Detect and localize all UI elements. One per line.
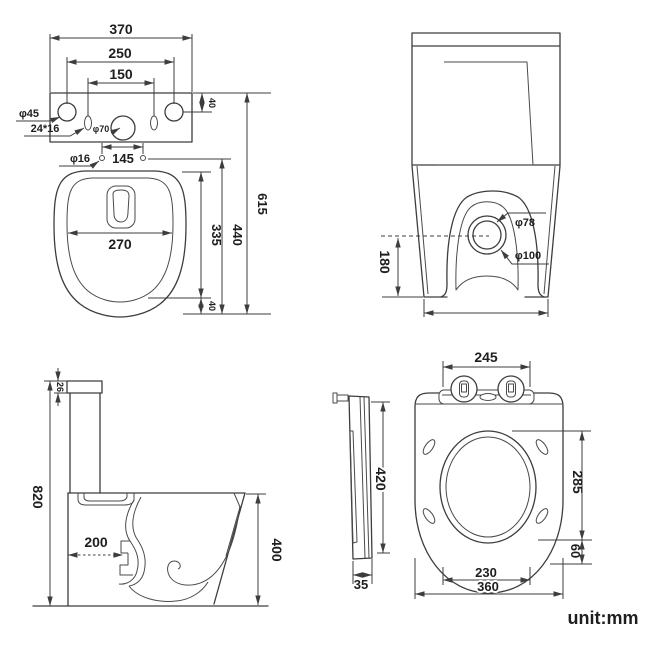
trap-step: [119, 540, 133, 576]
tank-side-walls: [69, 392, 101, 494]
bumper-top-left: [422, 439, 436, 455]
dim-400: 400: [269, 538, 285, 562]
dim-180: 180: [377, 250, 393, 274]
dim-35: 35: [354, 577, 368, 592]
dim-245: 245: [474, 349, 498, 365]
tank-panel: [437, 61, 534, 166]
dim-285: 285: [570, 470, 586, 494]
tank-slot-left: [84, 115, 92, 131]
tank-slot-right: [150, 115, 158, 131]
rim-lip-inner: [83, 493, 128, 502]
plan-view: 370 250 150 φ45 24*16 φ70 φ16 145 40 270…: [16, 21, 271, 318]
fix-hole-right: [140, 155, 146, 161]
front-view: 180 φ78 φ100: [377, 32, 561, 317]
dim-370: 370: [109, 21, 133, 37]
dim-26: 26: [55, 382, 65, 392]
seat-view: 420 35 245 285 60: [332, 349, 592, 599]
hinge-left-slot: [459, 380, 469, 398]
phi70-label: φ70: [93, 124, 109, 134]
bowl-inner-rim: [66, 177, 174, 303]
dim-370-extensions: [49, 34, 193, 92]
hinge-left: [450, 375, 478, 403]
bowl-outline: [53, 170, 187, 318]
seat-opening-inner: [445, 436, 531, 538]
tank-hole-right: [164, 102, 184, 122]
hinge-pin-cap: [332, 392, 338, 404]
dim-420: 420: [373, 467, 389, 491]
dim-250-extensions: [66, 57, 175, 104]
bowl-interior-curve: [167, 505, 241, 586]
phi45-label: φ45: [19, 108, 39, 120]
dim-440: 440: [230, 224, 245, 246]
hinge-left-detail: [461, 383, 467, 393]
side-view: 26 820 200 400: [30, 368, 285, 607]
tank-front-outline: [411, 32, 561, 166]
dim-40-bottom: 40: [207, 301, 217, 311]
phi16-label: φ16: [70, 153, 90, 165]
water-spot: [106, 185, 136, 229]
dim-615: 615: [255, 193, 270, 215]
tank-hole-left: [57, 102, 77, 122]
phi100-leader: [500, 249, 549, 265]
tank-lid-side: [66, 380, 103, 394]
phi100-label: φ100: [515, 250, 541, 262]
tank-top-outline: [49, 92, 193, 143]
slot-24x16-label: 24*16: [31, 123, 60, 135]
seat-outline: [414, 392, 564, 594]
phi70-leader: [110, 127, 121, 135]
seat-edge-layers: [359, 396, 370, 559]
right-extension-lines: [148, 92, 271, 315]
dim-150-extensions: [87, 78, 155, 116]
dim-270: 270: [108, 236, 132, 252]
pedestal-arch-outer: [440, 190, 545, 298]
outlet-circle-outer: [467, 215, 507, 255]
hinge-right-detail: [508, 383, 514, 393]
dim-360: 360: [477, 579, 499, 594]
dim-230: 230: [475, 565, 497, 580]
outlet-circle-inner: [472, 220, 502, 250]
phi78-label: φ78: [515, 217, 535, 229]
dim-60: 60: [568, 544, 583, 558]
trap-wall-right: [128, 496, 146, 587]
dim-150: 150: [109, 66, 133, 82]
trap-wall-left: [118, 499, 139, 585]
fix-hole-left: [99, 155, 105, 161]
bumper-top-right: [535, 439, 549, 455]
bumper-bottom-right: [535, 508, 549, 524]
phi45-leader: [16, 116, 61, 124]
phi16-leader: [59, 160, 100, 169]
hinge-right: [497, 375, 525, 403]
phi78-leader: [496, 212, 546, 223]
pedestal-front-inner: [225, 492, 241, 557]
dim-145: 145: [112, 151, 134, 166]
slot-leader: [24, 127, 85, 137]
outlet-bottom-curve: [128, 581, 209, 602]
tank-center-hole: [110, 115, 136, 141]
dim-200: 200: [84, 534, 108, 550]
unit-label: unit:mm: [568, 608, 639, 628]
dim-40-top: 40: [207, 98, 217, 108]
dim-250: 250: [108, 45, 132, 61]
hinge-pin: [336, 394, 349, 402]
base-width-extensions: [423, 299, 549, 317]
bumper-bottom-left: [422, 508, 436, 524]
hinge-center-slot: [479, 393, 497, 401]
seat-opening-outer: [439, 430, 537, 544]
base-outline: [411, 165, 561, 298]
water-spot-inner: [112, 189, 130, 223]
pedestal-arch-inner: [455, 201, 519, 291]
base-inner-lines: [416, 165, 556, 295]
hinge-right-slot: [506, 380, 516, 398]
seat-ring-edge: [349, 430, 358, 544]
dim-820: 820: [30, 485, 46, 509]
